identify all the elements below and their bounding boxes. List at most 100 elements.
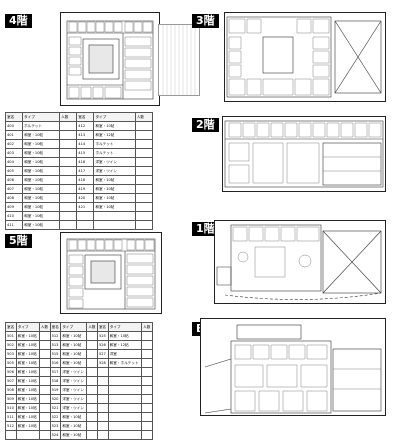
room-table-4f-cell: ホルテット — [22, 121, 61, 131]
room-table-4f-header: 室名タイプ人数室名タイプ人数 — [4, 112, 154, 122]
room-table-5f-cell — [107, 367, 143, 377]
floor-plan-2f — [222, 116, 386, 192]
room-table-5f-cell — [86, 385, 98, 395]
room-table-5f-cell: 洋室・ツイン — [60, 376, 88, 386]
floor-label-4f: 4階 — [5, 14, 32, 28]
room-table-5f-cell: 和室・10帖 — [15, 349, 40, 359]
room-table-5f-cell: 和室・10帖 — [60, 430, 88, 440]
room-table-5f-cell — [107, 421, 143, 431]
room-table-5f-cell — [141, 376, 153, 386]
room-table-4f-cell — [134, 139, 154, 149]
room-table-5f-cell: 和室・10帖 — [60, 358, 88, 368]
room-table-5f-cell — [86, 367, 98, 377]
room-table-4f-cell: 洋室・ツイン — [93, 166, 136, 176]
room-table-4f-cell — [93, 220, 136, 230]
room-table-4f-cell: 和室・10帖 — [22, 184, 61, 194]
room-table-5f-cell — [141, 340, 153, 350]
room-table-4f-cell: 409 — [4, 202, 24, 212]
room-table-4f-cell — [134, 211, 154, 221]
room-table-4f-cell: 和室・10帖 — [93, 202, 136, 212]
floor-label-5f: 5階 — [5, 234, 32, 248]
room-table-4f-cell — [76, 220, 95, 230]
room-table-5f-cell: 510 — [5, 403, 17, 413]
room-table-4f-header-cell: 室名 — [76, 112, 95, 122]
room-table-4f-cell: 401 — [4, 130, 24, 140]
room-table-5f-header-cell: タイプ — [15, 322, 40, 332]
room-table-4f-cell — [59, 202, 78, 212]
room-table-5f-cell — [107, 430, 143, 440]
room-table-4f-cell: 403 — [4, 148, 24, 158]
room-table-4f-cell: 和室・10帖 — [22, 148, 61, 158]
room-table-5f-cell: 和室・ホルテット — [107, 358, 143, 368]
room-table-5f-header-cell: タイプ — [107, 322, 143, 332]
room-table-5f-cell — [141, 394, 153, 404]
room-table-5f-cell: 511 — [5, 412, 17, 422]
room-table-5f-cell: 和室・10帖 — [15, 403, 40, 413]
room-table-4f-cell — [134, 184, 154, 194]
room-table-5f-cell: 512 — [49, 331, 62, 341]
room-table-5f-cell — [86, 349, 98, 359]
room-table-4f-cell: 406 — [4, 175, 24, 185]
room-table-4f-cell — [59, 148, 78, 158]
room-table-5f-cell: 和室・10帖 — [107, 331, 143, 341]
room-table-4f-cell: 411 — [4, 220, 24, 230]
room-table-5f-cell — [141, 430, 153, 440]
room-table-5f-cell — [96, 403, 109, 413]
room-table-5f-cell — [38, 412, 51, 422]
room-table-5f-cell — [86, 331, 98, 341]
room-table-5f-cell: 和室・10帖 — [60, 421, 88, 431]
room-table-4f-cell: 和室・10帖 — [22, 166, 61, 176]
room-table-4f-cell: 414 — [76, 139, 95, 149]
room-table-5f-cell — [38, 331, 51, 341]
room-table-4f-cell: ホルテット — [93, 139, 136, 149]
floor-label-2f: 2階 — [192, 118, 219, 132]
room-table-4f-cell — [134, 166, 154, 176]
room-table-5f-cell — [38, 367, 51, 377]
room-table-5f-cell: 519 — [49, 385, 62, 395]
room-table-4f-cell: 404 — [4, 157, 24, 167]
floor-label-1f: 1階 — [192, 222, 219, 236]
room-table-5f-cell — [86, 412, 98, 422]
room-table-5f-cell — [86, 394, 98, 404]
room-table-5f-cell: 洋室・ツイン — [60, 394, 88, 404]
room-table-5f-cell: 和室・10帖 — [15, 358, 40, 368]
room-table-5f-cell — [141, 421, 153, 431]
room-table-5f-cell: 和室・10帖 — [15, 331, 40, 341]
room-table-5f-cell — [96, 394, 109, 404]
room-table-5f-cell: 513 — [49, 340, 62, 350]
floor-plan-b1f-drawing — [204, 324, 382, 414]
room-table-5f-cell: 517 — [49, 367, 62, 377]
room-table-4f-header-cell: タイプ — [93, 112, 136, 122]
room-table-5f-cell — [141, 367, 153, 377]
room-table-5f-cell — [86, 430, 98, 440]
room-table-5f-cell — [96, 412, 109, 422]
room-table-5f-cell: 506 — [5, 367, 17, 377]
floor-label-3f: 3階 — [192, 14, 219, 28]
room-table-5f-cell — [38, 385, 51, 395]
room-table-4f-cell: 和室・10帖 — [22, 193, 61, 203]
room-table-5f-cell — [107, 394, 143, 404]
room-table-4f-header-cell: 人数 — [134, 112, 154, 122]
room-table-5f-cell: 洋室・ツイン — [60, 403, 88, 413]
room-table-5f-cell: 527 — [96, 349, 109, 359]
room-table-4f-cell: 420 — [76, 193, 95, 203]
floor-plan-3f — [224, 12, 386, 102]
floor-plan-5f — [60, 232, 162, 314]
room-table-5f-cell: 525 — [96, 331, 109, 341]
room-table-4f-header-cell: 室名 — [4, 112, 24, 122]
room-table-4f-cell: 416 — [76, 157, 95, 167]
room-table-4f-cell — [59, 139, 78, 149]
room-table-4f-cell — [93, 211, 136, 221]
room-table-5f-cell — [141, 349, 153, 359]
room-table-5f-header-cell: 室名 — [49, 322, 62, 332]
room-table-5f-cell: 洋室・ツイン — [60, 367, 88, 377]
